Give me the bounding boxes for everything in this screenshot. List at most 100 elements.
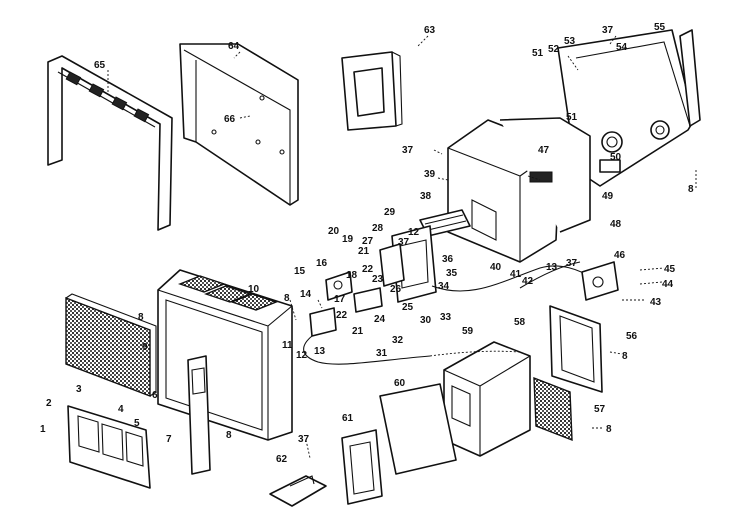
label-16: 16 xyxy=(316,258,328,269)
label-12: 12 xyxy=(408,227,420,238)
label-54: 54 xyxy=(616,42,628,53)
label-58: 58 xyxy=(514,317,526,328)
label-57: 57 xyxy=(594,404,606,415)
label-44: 44 xyxy=(662,279,674,290)
label-39: 39 xyxy=(424,169,436,180)
label-21: 21 xyxy=(352,326,364,337)
label-42: 42 xyxy=(522,276,534,287)
label-8: 8 xyxy=(606,424,612,435)
label-8: 8 xyxy=(622,351,628,362)
label-56: 56 xyxy=(626,331,638,342)
label-65: 65 xyxy=(94,60,106,71)
part-63-panel xyxy=(341,51,403,131)
label-22: 22 xyxy=(362,264,374,275)
label-51: 51 xyxy=(566,112,578,123)
label-60: 60 xyxy=(394,378,406,389)
label-15: 15 xyxy=(294,266,306,277)
label-37: 37 xyxy=(298,434,310,445)
label-29: 29 xyxy=(384,207,396,218)
label-30: 30 xyxy=(420,315,432,326)
label-2: 2 xyxy=(46,398,52,409)
part-56-frame xyxy=(549,305,603,393)
part-46-regulator xyxy=(581,261,619,301)
part-40-tube xyxy=(431,261,593,292)
part-labels: 65 64 66 63 37 55 53 52 51 54 51 50 47 4… xyxy=(40,22,694,465)
label-37: 37 xyxy=(402,145,414,156)
label-55: 55 xyxy=(654,22,666,33)
label-53: 53 xyxy=(564,36,576,47)
label-12: 12 xyxy=(296,350,308,361)
label-46: 46 xyxy=(614,250,626,261)
label-35: 35 xyxy=(446,268,458,279)
part-22-control xyxy=(353,287,383,313)
label-8: 8 xyxy=(226,430,232,441)
label-49: 49 xyxy=(602,191,614,202)
part-29-bracket xyxy=(391,225,437,303)
part-61-cover xyxy=(341,429,383,505)
part-64-rear-panel xyxy=(179,43,299,206)
label-37: 37 xyxy=(398,237,410,248)
part-3-lower-grille xyxy=(67,405,151,489)
label-17: 17 xyxy=(334,294,346,305)
part-17-valve-body xyxy=(325,271,353,301)
label-28: 28 xyxy=(372,223,384,234)
leader-lines xyxy=(107,35,697,459)
part-7-panel-strip xyxy=(187,355,211,475)
label-10: 10 xyxy=(248,284,260,295)
label-34: 34 xyxy=(438,281,450,292)
label-6: 6 xyxy=(152,390,158,401)
part-10-cabinet xyxy=(157,269,293,441)
label-4: 4 xyxy=(118,404,124,415)
label-26: 26 xyxy=(390,284,402,295)
part-54-rear-housing xyxy=(557,29,695,187)
label-13: 13 xyxy=(314,346,326,357)
label-19: 19 xyxy=(342,234,354,245)
label-25: 25 xyxy=(402,302,414,313)
label-23: 23 xyxy=(372,274,384,285)
label-18: 18 xyxy=(346,270,358,281)
label-1: 1 xyxy=(40,424,46,435)
label-48: 48 xyxy=(610,219,622,230)
label-52: 52 xyxy=(548,44,560,55)
part-39-inner-housing xyxy=(447,117,591,263)
label-36: 36 xyxy=(442,254,454,265)
part-57-grille xyxy=(533,376,573,442)
label-40: 40 xyxy=(490,262,502,273)
label-8: 8 xyxy=(138,312,144,323)
label-31: 31 xyxy=(376,348,388,359)
label-37: 37 xyxy=(602,25,614,36)
label-33: 33 xyxy=(440,312,452,323)
label-66: 66 xyxy=(224,114,236,125)
label-51: 51 xyxy=(532,48,544,59)
label-8: 8 xyxy=(688,184,694,195)
label-32: 32 xyxy=(392,335,404,346)
label-63: 63 xyxy=(424,25,436,36)
label-64: 64 xyxy=(228,41,240,52)
label-61: 61 xyxy=(342,413,354,424)
label-27: 27 xyxy=(362,236,374,247)
label-7: 7 xyxy=(166,434,172,445)
label-14: 14 xyxy=(300,289,312,300)
part-28-valve xyxy=(379,243,405,287)
part-55-side-strip xyxy=(679,29,701,127)
part-65-top-frame xyxy=(47,55,173,231)
label-37: 37 xyxy=(566,258,578,269)
label-59: 59 xyxy=(462,326,474,337)
label-41: 41 xyxy=(510,269,522,280)
label-3: 3 xyxy=(76,384,82,395)
part-62-bracket xyxy=(269,475,327,507)
label-43: 43 xyxy=(650,297,662,308)
part-9-front-grille xyxy=(65,293,157,398)
label-38: 38 xyxy=(420,191,432,202)
part-60-liner xyxy=(379,383,457,475)
label-21: 21 xyxy=(358,246,370,257)
label-45: 45 xyxy=(664,264,676,275)
label-47: 47 xyxy=(538,145,550,156)
part-13-thermocouple xyxy=(303,307,431,365)
label-13: 13 xyxy=(546,262,558,273)
label-20: 20 xyxy=(328,226,340,237)
label-24: 24 xyxy=(374,314,386,325)
label-50: 50 xyxy=(610,152,622,163)
label-8: 8 xyxy=(284,293,290,304)
